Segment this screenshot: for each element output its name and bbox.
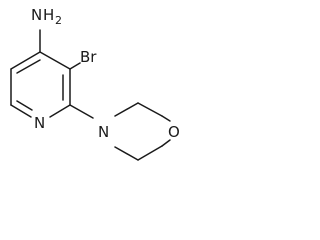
pyridine-ring: [10, 51, 71, 118]
bond-n1-c6-inner: [16, 100, 33, 111]
morpholine-oxygen-label: O: [168, 123, 180, 141]
morpholine-nitrogen-label: N: [98, 123, 109, 141]
bond-c5-c4-inner: [16, 59, 41, 74]
pyridine-nitrogen-label: N: [34, 114, 45, 132]
bond-c2-n1: [49, 104, 71, 118]
bond-c2-morpholine-n: [69, 104, 94, 119]
bond-c4-c3: [39, 51, 71, 70]
bond-mn-c-up: [114, 102, 139, 117]
bond-c-dn2-c-dn: [137, 145, 163, 161]
bond-c-dn-mn: [114, 146, 139, 161]
bond-c3-br: [69, 62, 81, 70]
morpholine-ring: [114, 102, 171, 161]
amine-label: N H 2: [31, 6, 62, 27]
bond-n1-c6: [10, 104, 32, 118]
bromine-label: Br: [80, 48, 97, 66]
amine-hydrogen-label: H: [43, 6, 54, 24]
bond-c-up2-o: [161, 115, 171, 122]
structure-diagram: N H 2 Br N N O: [0, 0, 186, 193]
bond-o-c-dn2: [161, 139, 171, 147]
bond-c-up-c-up2: [137, 102, 163, 117]
bond-c5-c4: [10, 51, 41, 70]
molecule-drawing: N H 2 Br N N O: [10, 6, 180, 161]
amine-nitrogen-label: N: [31, 6, 42, 24]
amine-hydrogen-count: 2: [55, 14, 62, 27]
